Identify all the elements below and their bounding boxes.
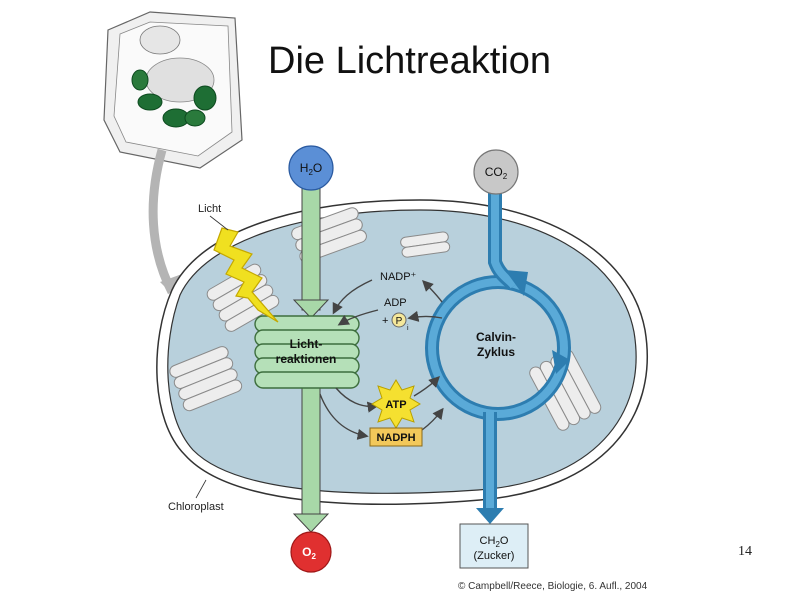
- oxygen-label: O2: [302, 545, 316, 561]
- water-molecule-icon: [288, 145, 334, 191]
- nadph-label: NADPH: [376, 432, 415, 444]
- light-reactions-label-1: Licht-: [290, 337, 323, 351]
- slide-title: Die Lichtreaktion: [268, 40, 552, 82]
- water-label: H2O: [300, 161, 322, 177]
- light-reactions-stack: [254, 315, 360, 389]
- co2-label: CO2: [485, 165, 508, 181]
- plus-label: +: [382, 315, 388, 327]
- calvin-label-2: Zyklus: [477, 345, 515, 359]
- pi-letter: P: [396, 316, 403, 327]
- water-oxygen-pathway: [292, 179, 330, 533]
- adp-label: ADP: [384, 297, 407, 309]
- plant-cell-illustration: [103, 11, 243, 169]
- calvin-cycle: [425, 190, 571, 524]
- light-label: Licht: [198, 203, 221, 215]
- atp-label: ATP: [385, 399, 406, 411]
- lightning-icon: [213, 227, 279, 323]
- chloroplast-label: Chloroplast: [168, 501, 224, 513]
- phosphate-icon: [391, 312, 407, 328]
- sugar-formula: CH2O: [480, 535, 509, 549]
- page-number: 14: [738, 544, 752, 559]
- co2-molecule-icon: [473, 149, 519, 195]
- cycle-arrows: [319, 279, 444, 440]
- sugar-label: (Zucker): [474, 550, 515, 562]
- oxygen-molecule-icon: [290, 531, 332, 573]
- calvin-label-1: Calvin-: [476, 330, 516, 344]
- light-reactions-label-2: reaktionen: [276, 352, 337, 366]
- image-credit: © Campbell/Reece, Biologie, 6. Aufl., 20…: [458, 581, 648, 592]
- sugar-box: [459, 523, 529, 569]
- pi-subscript: i: [407, 325, 409, 332]
- nadph-box: [369, 427, 423, 447]
- nadp-plus-label: NADP⁺: [380, 271, 417, 283]
- zoom-arrow: [148, 148, 176, 295]
